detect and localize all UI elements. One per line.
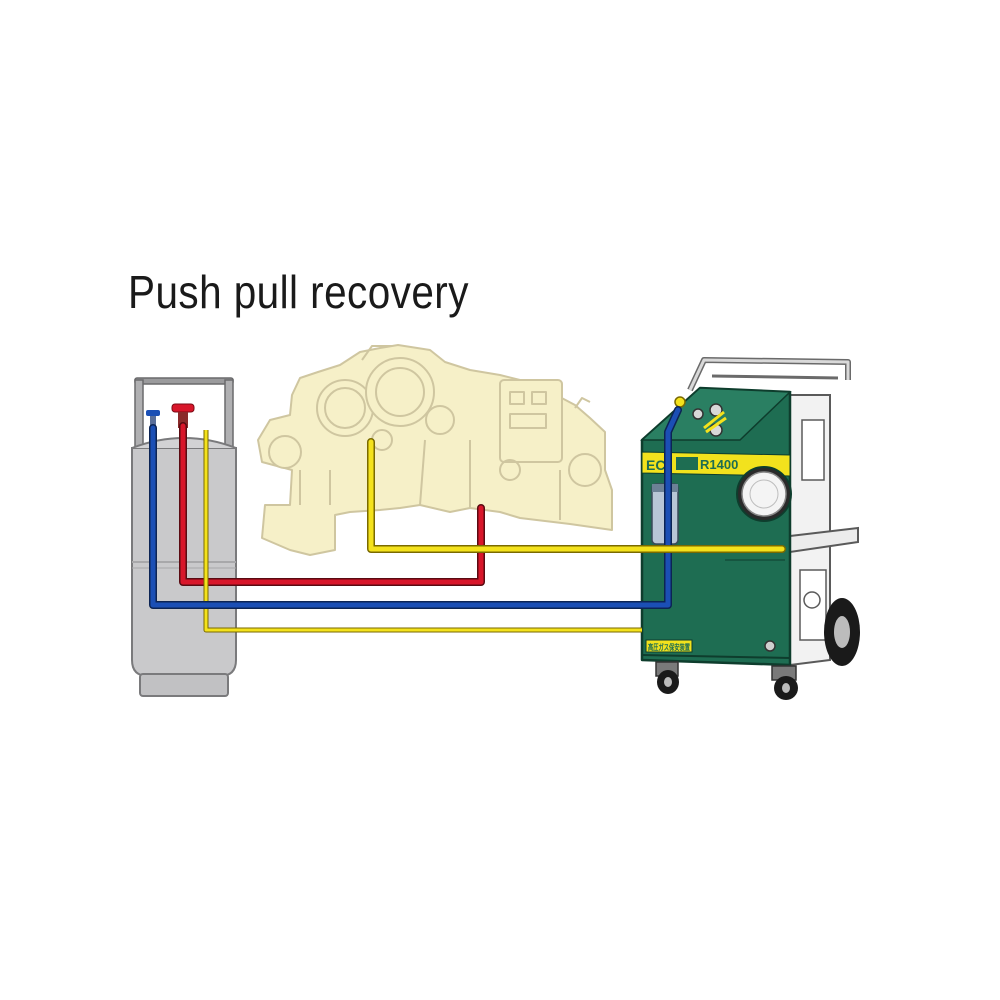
machine-model-label: R1400 [700, 457, 738, 472]
yellow-vapor-hose [203, 430, 642, 633]
machine-panel-label: 高圧ガス保安装置 [648, 642, 690, 652]
diagram-title: Push pull recovery [128, 266, 469, 318]
yellow-hose [367, 438, 786, 553]
machine-brand-label: EC [646, 457, 665, 473]
blue-hose [149, 406, 682, 609]
recovery-machine [640, 357, 859, 667]
machine-wheels [655, 598, 860, 700]
cylinder-red-valve-icon [171, 403, 195, 428]
chiller-unit [257, 344, 613, 556]
